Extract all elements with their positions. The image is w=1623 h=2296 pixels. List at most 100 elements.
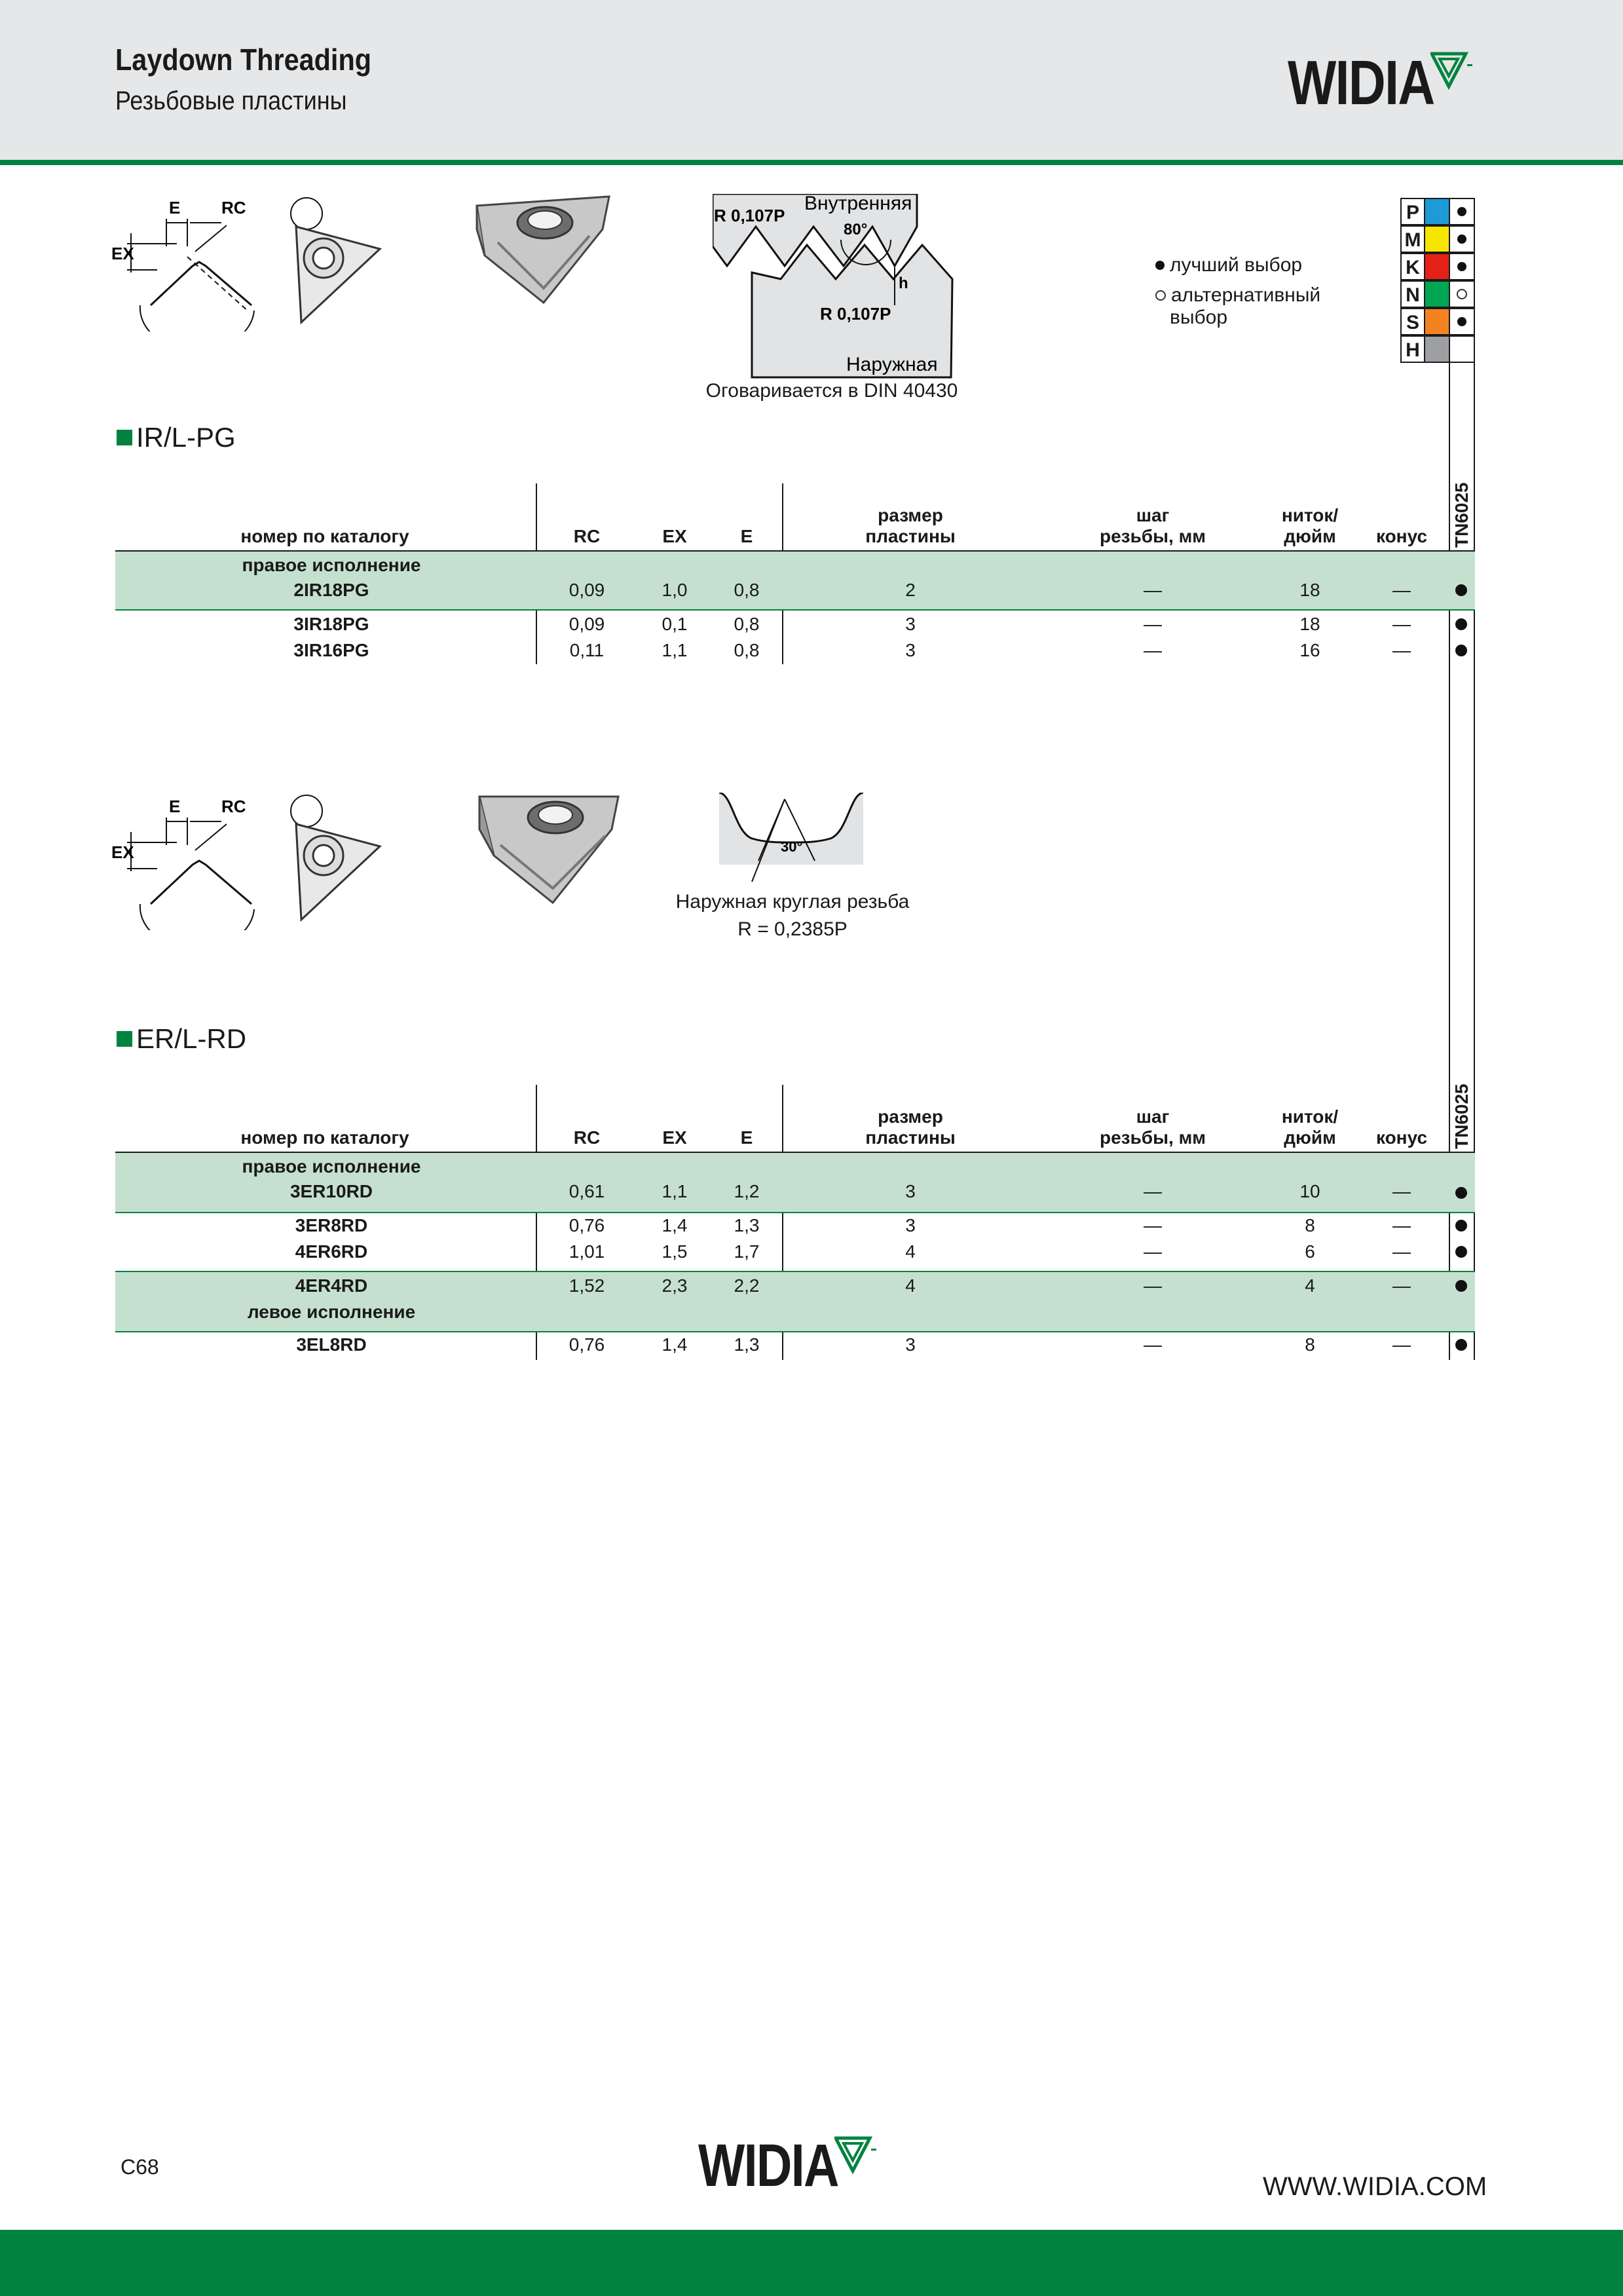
website-link[interactable]: WWW.WIDIA.COM <box>1263 2172 1487 2201</box>
table2-band-2-rule <box>115 1331 1475 1332</box>
col-pitch-2-2: резьбы, мм <box>1100 1127 1206 1148</box>
cell-size: 2 <box>905 580 916 600</box>
col-rc-2: RC <box>573 1127 601 1148</box>
round-thread-caption-1: Наружная круглая резьба <box>675 891 910 913</box>
cell-pitch: — <box>1144 1275 1162 1296</box>
legend-alternative: альтернативный выбор <box>1155 284 1320 329</box>
cell-size: 3 <box>905 1215 916 1235</box>
insert-top-view-icon-2 <box>290 795 382 922</box>
cell-ex: 1,4 <box>662 1334 688 1355</box>
cell-size: 3 <box>905 640 916 660</box>
insert-top-view-icon <box>290 197 382 325</box>
logo-wordmark: WIDIA <box>1288 48 1435 118</box>
grade-swatch-n <box>1424 280 1450 308</box>
table-row: 3IR16PG <box>293 640 369 660</box>
section-marker-icon <box>117 430 132 445</box>
cell-e: 0,8 <box>734 580 760 600</box>
grade-name-2: TN6025 <box>1451 1083 1472 1149</box>
grade-column-left-rule <box>1449 362 1450 1360</box>
insert-3d-icon <box>476 195 610 305</box>
table2-group-left: левое исполнение <box>247 1302 416 1322</box>
col-tpi-2: дюйм <box>1284 526 1336 546</box>
cell-e: 1,3 <box>734 1334 760 1355</box>
cell-pitch: — <box>1144 640 1162 660</box>
table-row: 3ER8RD <box>295 1215 368 1235</box>
thread-profile-diagram: R 0,107P Внутренняя 80° h R 0,107P Наруж… <box>713 194 954 379</box>
page-number: C68 <box>121 2155 159 2179</box>
table1-group-label: правое исполнение <box>242 555 421 575</box>
cell-size: 3 <box>905 614 916 634</box>
round-thread-profile-diagram: 30° <box>719 793 863 882</box>
col-e: E <box>740 526 753 546</box>
cell-taper: — <box>1392 580 1411 600</box>
table-row: 3IR18PG <box>293 614 369 634</box>
external-label: Наружная <box>846 354 938 375</box>
table2-header-rule <box>115 1152 1475 1153</box>
col-ex: EX <box>662 526 687 546</box>
page-subtitle: Резьбовые пластины <box>115 86 347 115</box>
grade-column-right-rule <box>1474 362 1475 1360</box>
table1-band <box>115 552 1475 611</box>
col-tpi-1: ниток/ <box>1281 505 1339 525</box>
grade-swatch-m <box>1424 225 1450 253</box>
grade-swatch-s <box>1424 308 1450 335</box>
grade-letter-m: M <box>1400 225 1425 253</box>
cell-tpi: 18 <box>1299 614 1320 634</box>
col-size-1-2: размер <box>878 1106 943 1127</box>
table2-band-2-top <box>115 1271 1475 1272</box>
col-ex-2: EX <box>662 1127 687 1148</box>
footer-logo-wordmark: WIDIA <box>698 2132 840 2199</box>
angle-label: 80° <box>844 221 867 238</box>
col-pitch-2: резьбы, мм <box>1100 526 1206 546</box>
cell-size: 3 <box>905 1181 916 1201</box>
grade-dot <box>1455 1280 1467 1292</box>
grade-mark-n <box>1449 280 1475 308</box>
cell-e: 2,2 <box>734 1275 760 1296</box>
table1-band-rule <box>115 609 1475 611</box>
cell-rc: 0,09 <box>569 614 605 634</box>
section1-title: IR/L-PG <box>117 422 236 453</box>
cell-tpi: 16 <box>1299 640 1320 660</box>
cell-ex: 1,0 <box>662 580 688 600</box>
grade-dot <box>1455 618 1467 630</box>
cell-size: 4 <box>905 1241 916 1262</box>
widia-triangle-icon <box>834 2136 876 2175</box>
col-tpi-2-2: дюйм <box>1284 1127 1336 1148</box>
grade-mark-p <box>1449 198 1475 225</box>
header-logo: WIDIA <box>1288 47 1484 119</box>
table-row: 3ER10RD <box>289 1181 373 1201</box>
cell-taper: — <box>1392 1241 1411 1262</box>
cell-ex: 1,5 <box>662 1241 688 1262</box>
cell-pitch: — <box>1144 1181 1162 1201</box>
table-row: 3EL8RD <box>296 1334 367 1355</box>
open-dot-icon <box>1155 290 1166 301</box>
cell-tpi: 6 <box>1305 1241 1315 1262</box>
insert-geometry-diagram-2: E RC EX <box>111 797 255 930</box>
page-title: Laydown Threading <box>115 43 372 77</box>
table-row: 4ER4RD <box>295 1275 368 1296</box>
table2-divider-b <box>782 1085 783 1360</box>
label-e-2: E <box>169 797 180 816</box>
grade-dot <box>1455 1187 1467 1199</box>
cell-size: 4 <box>905 1275 916 1296</box>
grade-letter-p: P <box>1400 198 1425 225</box>
header-rule <box>0 160 1623 165</box>
cell-e: 0,8 <box>734 640 760 660</box>
grade-letter-n: N <box>1400 280 1425 308</box>
label-rc-2: RC <box>221 797 246 816</box>
section2-title-text: ER/L-RD <box>136 1023 247 1054</box>
section2-title: ER/L-RD <box>117 1023 246 1055</box>
grade-swatch-p <box>1424 198 1450 225</box>
label-ex: EX <box>111 244 134 263</box>
col-tpi-1-2: ниток/ <box>1281 1106 1339 1127</box>
cell-e: 1,3 <box>734 1215 760 1235</box>
label-rc: RC <box>221 198 246 217</box>
cell-pitch: — <box>1144 580 1162 600</box>
col-rc: RC <box>573 526 601 546</box>
cell-rc: 0,09 <box>569 580 605 600</box>
cell-e: 1,2 <box>734 1181 760 1201</box>
table-row: 2IR18PG <box>293 580 369 600</box>
col-size-1: размер <box>878 505 943 525</box>
cell-pitch: — <box>1144 614 1162 634</box>
cell-e: 1,7 <box>734 1241 760 1262</box>
